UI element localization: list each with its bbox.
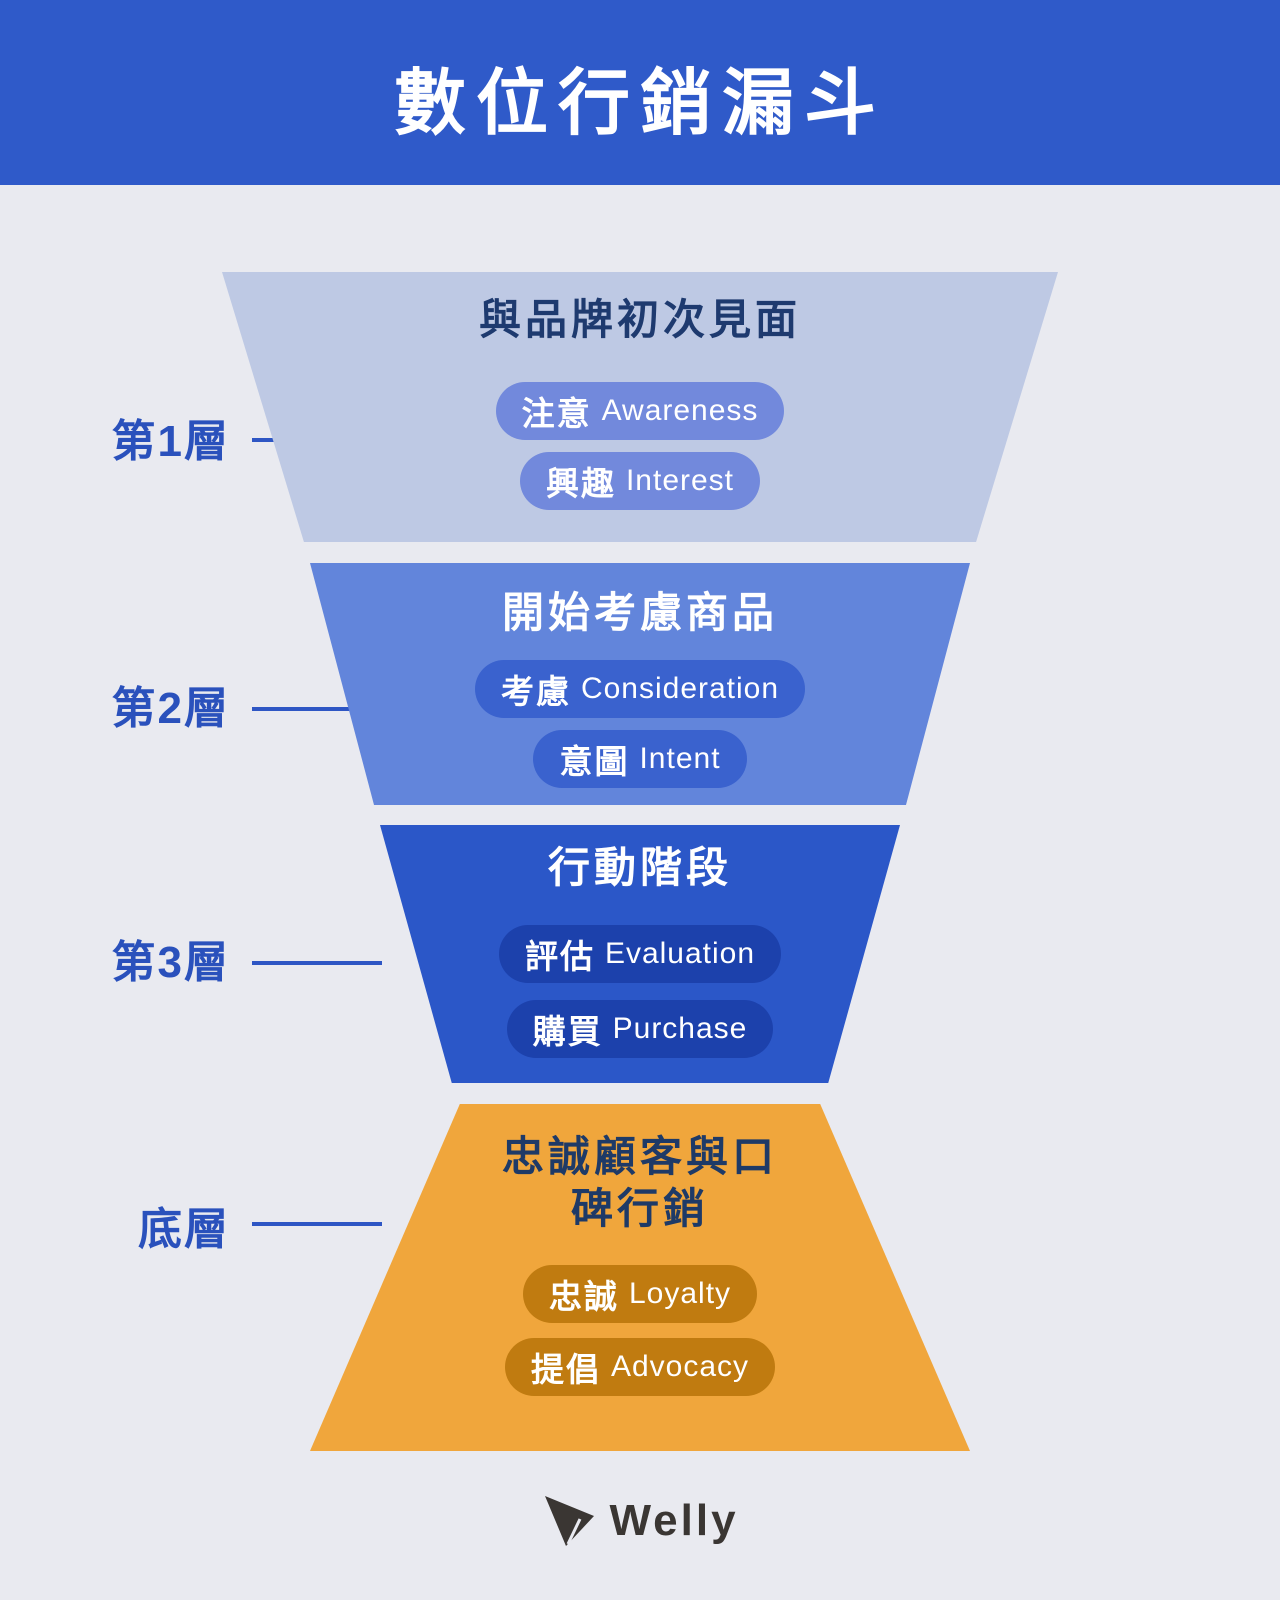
funnel-tier-bottom: 忠誠顧客與口碑行銷 忠誠 Loyalty 提倡 Advocacy xyxy=(310,1104,970,1451)
brand-name: Welly xyxy=(609,1496,739,1545)
pill-loyalty: 忠誠 Loyalty xyxy=(522,1265,758,1323)
pill-evaluation-en: Evaluation xyxy=(604,937,756,970)
leader-line-tier-3 xyxy=(252,961,382,965)
page-title: 數位行銷漏斗 xyxy=(393,64,886,144)
pill-interest: 興趣 Interest xyxy=(519,452,761,510)
pill-awareness-zh: 注意 xyxy=(521,395,592,432)
pill-awareness: 注意 Awareness xyxy=(495,382,785,440)
pill-consideration-en: Consideration xyxy=(580,672,780,705)
pill-interest-en: Interest xyxy=(625,464,735,497)
pill-consideration: 考慮 Consideration xyxy=(474,660,806,718)
tier-1-heading: 與品牌初次見面 xyxy=(478,296,801,343)
header-banner: 數位行銷漏斗 xyxy=(0,0,1280,185)
pill-evaluation: 評估 Evaluation xyxy=(498,925,782,983)
pill-loyalty-en: Loyalty xyxy=(628,1277,732,1310)
footer-brand: Welly xyxy=(0,1494,1280,1548)
pill-intent: 意圖 Intent xyxy=(533,730,747,788)
leader-line-tier-2 xyxy=(252,707,382,711)
tier-bottom-heading: 忠誠顧客與口碑行銷 xyxy=(501,1133,778,1232)
side-label-tier-1: 第1層 xyxy=(111,417,230,466)
funnel-tier-2: 開始考慮商品 考慮 Consideration 意圖 Intent xyxy=(310,563,970,805)
pill-awareness-en: Awareness xyxy=(601,394,759,427)
funnel-tier-3: 行動階段 評估 Evaluation 購買 Purchase xyxy=(380,825,900,1083)
funnel-tier-1: 與品牌初次見面 注意 Awareness 興趣 Interest xyxy=(222,272,1058,542)
pill-consideration-zh: 考慮 xyxy=(500,673,571,710)
pill-evaluation-zh: 評估 xyxy=(524,938,595,975)
tier-2-heading: 開始考慮商品 xyxy=(501,589,778,636)
pill-purchase: 購買 Purchase xyxy=(506,1000,774,1058)
welly-cursor-icon xyxy=(541,1494,597,1548)
side-label-bottom: 底層 xyxy=(138,1205,230,1254)
pill-advocacy-en: Advocacy xyxy=(610,1350,750,1383)
pill-intent-en: Intent xyxy=(639,742,721,775)
side-label-tier-3: 第3層 xyxy=(111,938,230,987)
pill-intent-zh: 意圖 xyxy=(559,743,630,780)
pill-loyalty-zh: 忠誠 xyxy=(548,1278,619,1315)
leader-line-bottom xyxy=(252,1222,382,1226)
pill-interest-zh: 興趣 xyxy=(545,465,616,502)
pill-purchase-en: Purchase xyxy=(612,1012,748,1045)
side-label-tier-2: 第2層 xyxy=(111,684,230,733)
pill-advocacy-zh: 提倡 xyxy=(530,1351,601,1388)
pill-purchase-zh: 購買 xyxy=(532,1013,603,1050)
pill-advocacy: 提倡 Advocacy xyxy=(504,1338,776,1396)
tier-3-heading: 行動階段 xyxy=(547,844,732,891)
